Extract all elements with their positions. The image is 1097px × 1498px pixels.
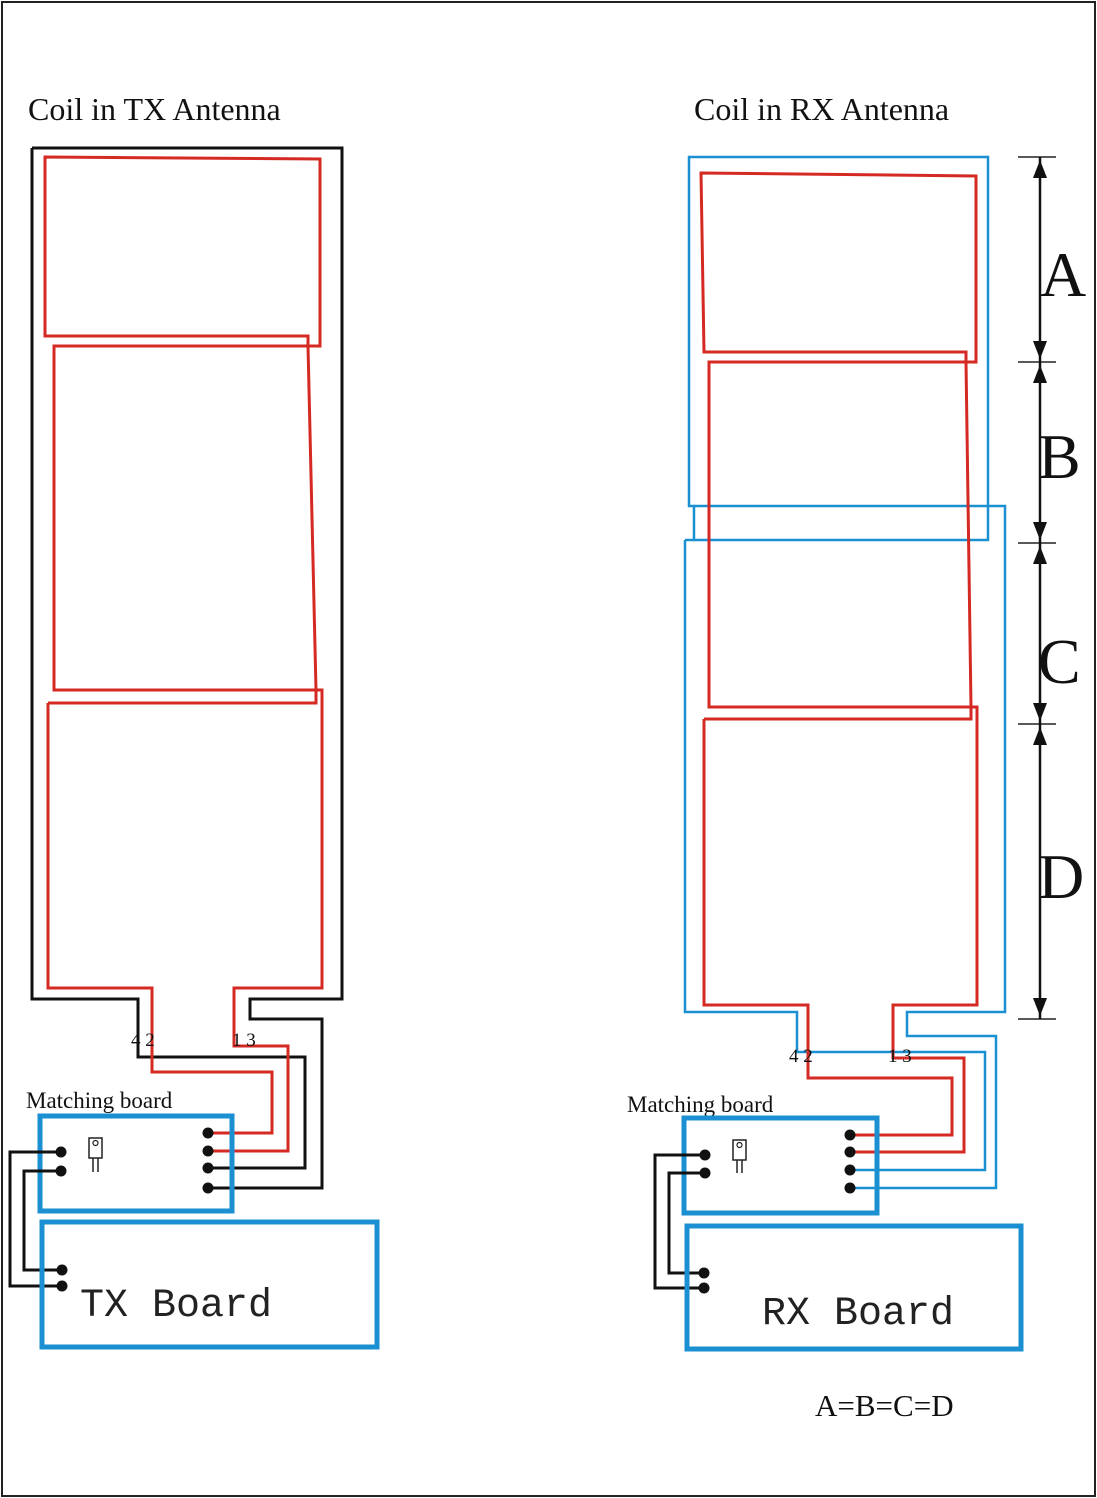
tx-pad xyxy=(202,1182,214,1194)
tx-matching-label: Matching board xyxy=(26,1088,173,1113)
rx-matching-board xyxy=(681,1115,880,1216)
arrow-head xyxy=(1033,365,1047,383)
tx-coil-section-3 xyxy=(48,688,324,1034)
tx-board-pad xyxy=(56,1280,68,1292)
rx-connector-icon xyxy=(732,1139,747,1173)
tx-pad xyxy=(202,1145,214,1157)
tx-connector-icon xyxy=(88,1137,103,1172)
tx-coil-section-3-left xyxy=(46,703,154,1034)
tx-lead-left xyxy=(150,1034,274,1135)
rx-pad xyxy=(844,1129,856,1141)
rx-board-label: RX Board xyxy=(762,1292,954,1337)
segment-c-label: C xyxy=(1038,626,1081,697)
rx-shield-lower xyxy=(683,504,1007,1190)
arrow-head xyxy=(1033,522,1047,540)
tx-pin-left-label: 4 2 xyxy=(131,1030,155,1051)
rx-board-wire-1 xyxy=(653,1153,705,1290)
arrow-head xyxy=(1033,160,1047,178)
tx-board xyxy=(39,1219,380,1350)
arrow-head xyxy=(1033,341,1047,359)
rx-board xyxy=(684,1223,1024,1352)
tx-title: Coil in TX Antenna xyxy=(28,91,281,127)
rx-pad xyxy=(844,1182,856,1194)
tx-board-pad xyxy=(56,1264,68,1276)
tx-matching-board xyxy=(37,1113,235,1214)
tx-pad xyxy=(202,1127,214,1139)
arrow-head xyxy=(1033,703,1047,721)
arrow-head xyxy=(1033,727,1047,745)
rx-board-pad xyxy=(698,1282,710,1294)
rx-matching-label: Matching board xyxy=(627,1092,774,1117)
rx-coil-section-1 xyxy=(699,171,978,364)
segment-dimensions: A B C D xyxy=(1018,156,1086,1020)
segment-d-label: D xyxy=(1038,841,1084,912)
tx-board-wire-1 xyxy=(8,1150,62,1288)
arrow-head xyxy=(1033,546,1047,564)
tx-antenna-group: Coil in TX Antenna 4 2 1 3 Matching boar… xyxy=(8,91,380,1350)
arrow-head xyxy=(1033,998,1047,1016)
tx-shield-outline xyxy=(30,146,344,1190)
rx-coil-section-2 xyxy=(707,360,973,709)
rx-pin-left-label: 4 2 xyxy=(789,1046,813,1067)
equation-label: A=B=C=D xyxy=(815,1388,954,1423)
rx-shield-upper xyxy=(687,155,990,542)
segment-a-label: A xyxy=(1040,239,1086,310)
rx-antenna-group: Coil in RX Antenna 4 2 1 3 Matching boar… xyxy=(627,91,1024,1352)
tx-pad xyxy=(202,1162,214,1174)
tx-coil-section-1 xyxy=(43,155,322,348)
rx-pad xyxy=(844,1146,856,1158)
rx-pin-right-label: 1 3 xyxy=(888,1046,912,1067)
rx-board-pad xyxy=(698,1267,710,1279)
rx-title: Coil in RX Antenna xyxy=(694,91,949,127)
rx-lead-left xyxy=(806,1046,954,1137)
tx-pin-right-label: 1 3 xyxy=(232,1030,256,1051)
rx-coil-section-3 xyxy=(704,705,979,1046)
tx-coil-section-2 xyxy=(52,344,318,692)
tx-lead-right xyxy=(208,1034,290,1153)
rx-coil-section-3-left xyxy=(702,719,810,1046)
rx-pad xyxy=(844,1164,856,1176)
rx-lead-right xyxy=(850,1046,966,1154)
tx-board-label: TX Board xyxy=(80,1284,272,1329)
segment-b-label: B xyxy=(1038,421,1081,492)
